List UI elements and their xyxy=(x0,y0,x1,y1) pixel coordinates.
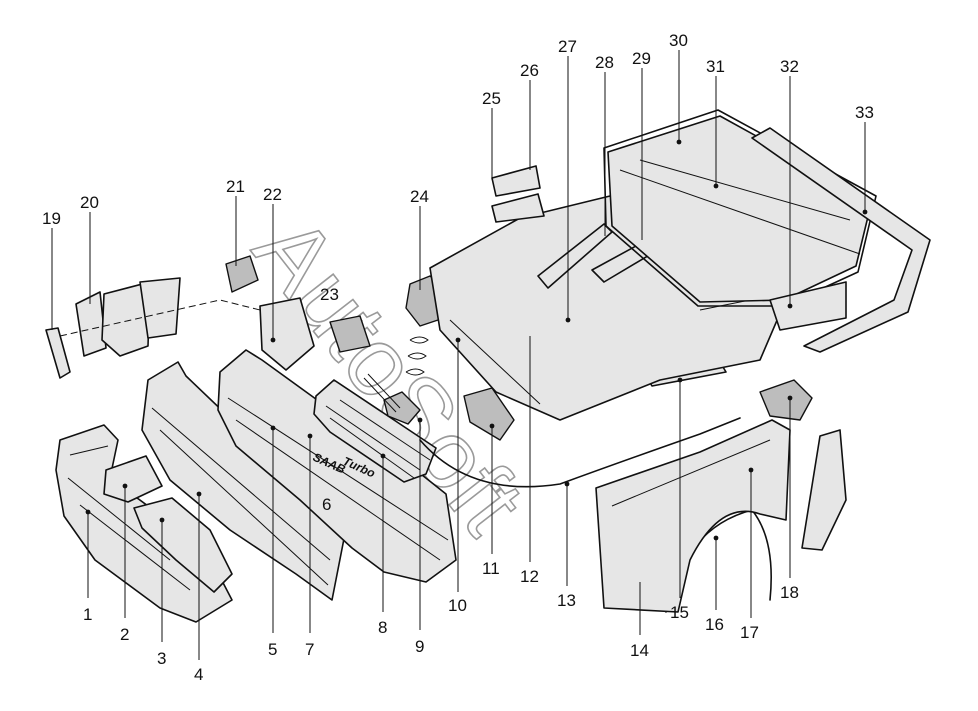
callout-26: 26 xyxy=(520,61,539,80)
leader-lines xyxy=(51,50,866,660)
callout-19: 19 xyxy=(42,209,61,228)
hood-hinge xyxy=(759,379,813,421)
lower-bracket xyxy=(133,497,233,593)
callout-27: 27 xyxy=(558,37,577,56)
callout-5: 5 xyxy=(268,640,277,659)
callout-29: 29 xyxy=(632,49,651,68)
callout-8: 8 xyxy=(378,618,387,637)
windshield xyxy=(607,115,873,303)
leader-dots xyxy=(85,139,868,541)
hood-trim-right xyxy=(491,193,545,223)
release-cable xyxy=(419,417,741,488)
callout-18: 18 xyxy=(780,583,799,602)
headlamp-assembly xyxy=(75,277,181,357)
front-grille xyxy=(313,379,437,483)
callout-10: 10 xyxy=(448,596,467,615)
cowl-panel xyxy=(769,281,847,331)
roof-rail xyxy=(751,127,931,353)
callout-31: 31 xyxy=(706,57,725,76)
callout-1: 1 xyxy=(83,605,92,624)
lamp-bracket xyxy=(225,255,259,293)
release-rod xyxy=(363,373,401,413)
callout-labels: 1 2 3 4 5 6 7 8 9 10 11 12 13 14 15 16 1… xyxy=(42,31,874,684)
bumper-bracket xyxy=(103,455,163,503)
callout-16: 16 xyxy=(705,615,724,634)
callout-11: 11 xyxy=(482,559,500,578)
callout-9: 9 xyxy=(415,637,424,656)
callout-21: 21 xyxy=(226,177,245,196)
callout-23: 23 xyxy=(320,285,339,304)
front-fender xyxy=(595,419,791,613)
callout-15: 15 xyxy=(670,603,689,622)
callout-20: 20 xyxy=(80,193,99,212)
callout-30: 30 xyxy=(669,31,688,50)
callout-4: 4 xyxy=(194,665,203,684)
callout-22: 22 xyxy=(263,185,282,204)
callout-12: 12 xyxy=(520,567,539,586)
callout-2: 2 xyxy=(120,625,129,644)
front-bumper xyxy=(217,349,457,583)
callout-14: 14 xyxy=(630,641,649,660)
callout-33: 33 xyxy=(855,103,874,122)
hood-trim-left xyxy=(491,165,541,197)
lamp-motor xyxy=(329,315,371,353)
callout-7: 7 xyxy=(305,640,314,659)
callout-25: 25 xyxy=(482,89,501,108)
callout-6: 6 xyxy=(322,495,331,514)
callout-13: 13 xyxy=(557,591,576,610)
hood-bracket xyxy=(463,387,515,441)
callout-24: 24 xyxy=(410,187,429,206)
fender-seal xyxy=(801,429,847,551)
callout-28: 28 xyxy=(595,53,614,72)
bumper-lower-bar xyxy=(141,361,351,601)
callout-17: 17 xyxy=(740,623,759,642)
callout-32: 32 xyxy=(780,57,799,76)
callout-3: 3 xyxy=(157,649,166,668)
washer-nozzle xyxy=(45,327,71,379)
